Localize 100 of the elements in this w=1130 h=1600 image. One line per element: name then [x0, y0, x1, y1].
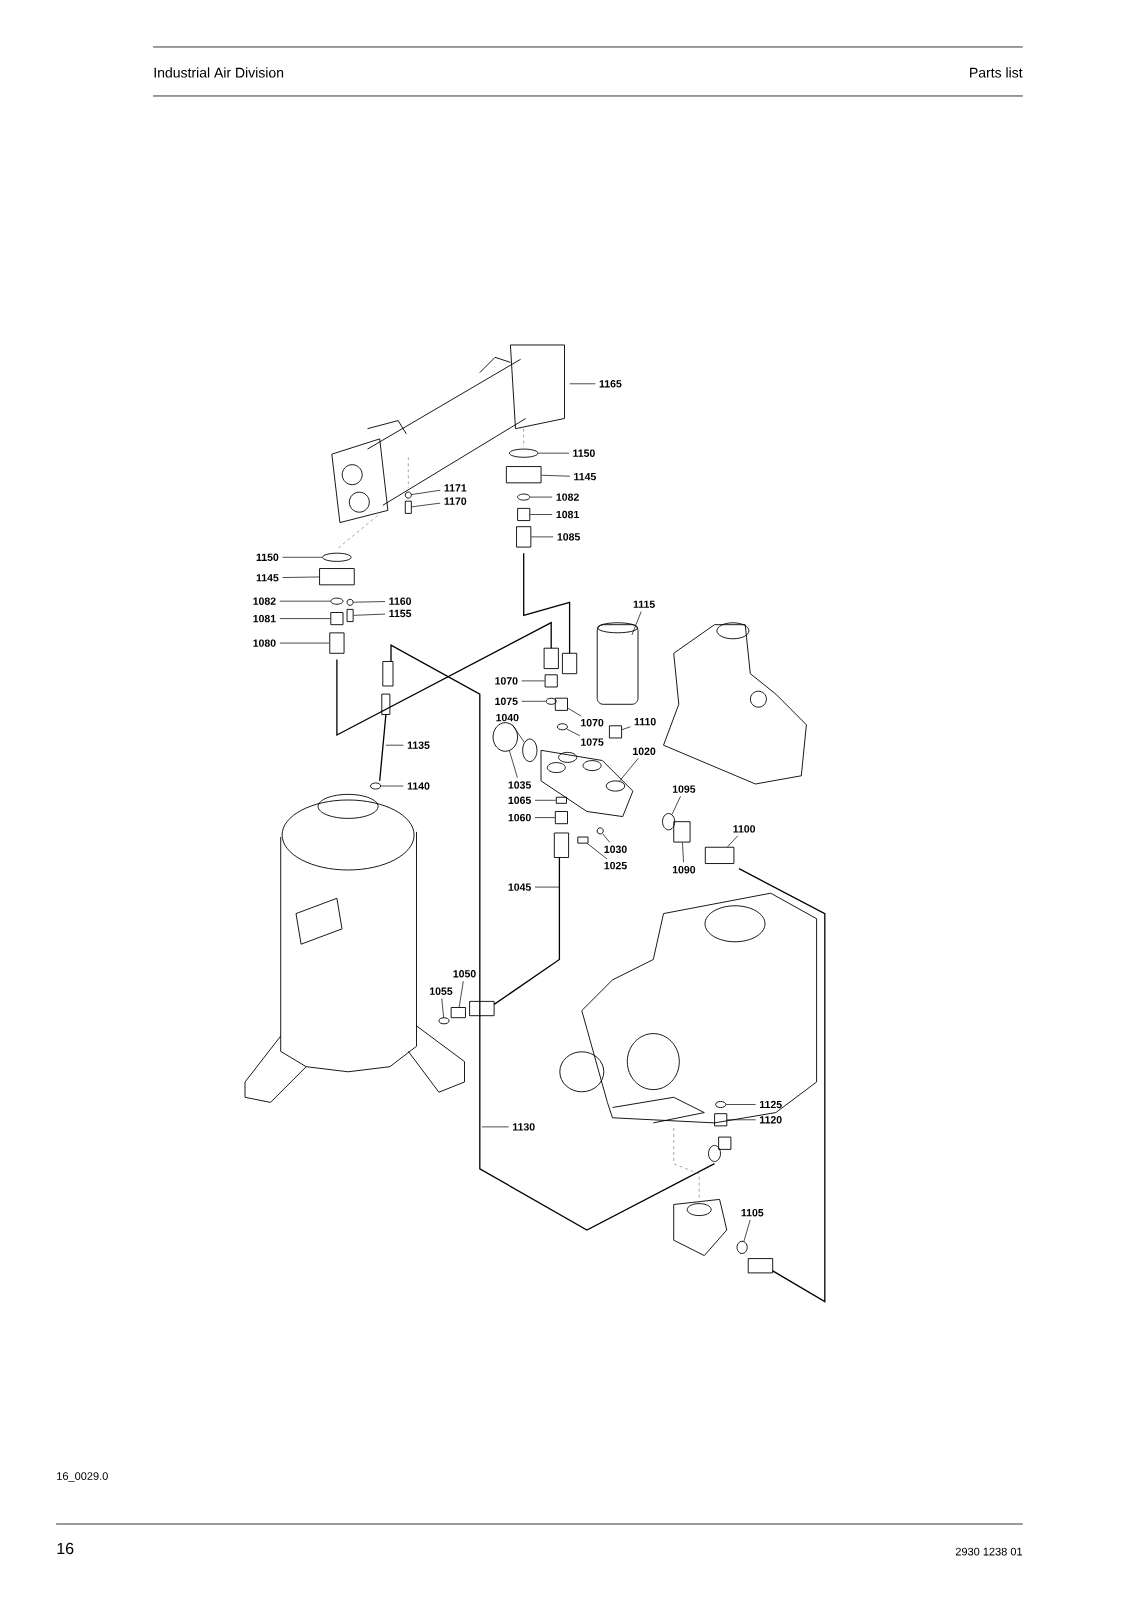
- callout-number: 1150: [573, 449, 595, 457]
- callout-number: 1090: [672, 866, 696, 874]
- washer-part: [522, 738, 538, 762]
- callout-number: 1081: [556, 510, 579, 519]
- washer-part: [492, 722, 518, 752]
- callout-number: 1055: [430, 987, 453, 995]
- callout-number: 1020: [633, 747, 656, 755]
- page-text: 2930 1238 01: [955, 1547, 1023, 1556]
- washer-part: [330, 597, 344, 605]
- fitting-part: [554, 697, 568, 711]
- washer-part: [715, 1101, 727, 1108]
- callout-number: 1150: [256, 553, 279, 561]
- leader-line: [602, 833, 611, 843]
- leader-line: [521, 680, 545, 682]
- leader-line: [621, 726, 631, 730]
- fitting-part: [577, 836, 589, 844]
- washer-part: [517, 493, 531, 501]
- fitting-part: [450, 1007, 466, 1019]
- callout-number: 1115: [633, 600, 655, 608]
- callout-number: 1060: [508, 813, 531, 822]
- leader-line: [353, 613, 386, 616]
- fitting-part: [517, 507, 531, 522]
- leader-line: [587, 843, 608, 860]
- callout-number: 1082: [556, 493, 579, 501]
- leader-line: [566, 728, 581, 737]
- callout-number: 1075: [581, 738, 604, 746]
- leader-line: [509, 750, 518, 778]
- fitting-part: [346, 608, 354, 623]
- fitting-part: [404, 500, 412, 514]
- fitting-part: [714, 1113, 728, 1127]
- leader-line: [530, 536, 554, 538]
- leader-line: [682, 842, 684, 863]
- leader-line: [725, 1104, 756, 1105]
- leader-line: [743, 1219, 751, 1242]
- leader-line: [282, 576, 320, 578]
- callout-number: 1120: [760, 1116, 782, 1124]
- page-text: Industrial Air Division: [154, 67, 284, 78]
- callout-number: 1085: [557, 533, 580, 541]
- leader-line: [726, 1119, 756, 1121]
- washer-part: [508, 448, 539, 458]
- callout-number: 1145: [574, 473, 596, 481]
- callout-number: 1165: [599, 380, 622, 388]
- callout-number: 1035: [508, 781, 531, 789]
- callout-number: 1125: [760, 1100, 782, 1109]
- leader-line: [511, 724, 525, 743]
- callout-number: 1095: [672, 785, 696, 793]
- washer-part: [346, 598, 354, 606]
- fitting-part: [554, 811, 568, 825]
- leader-line: [529, 514, 553, 515]
- callout-number: 1070: [495, 677, 518, 685]
- leader-line: [534, 817, 556, 818]
- fitting-part: [555, 796, 567, 804]
- callout-number: 1040: [496, 713, 519, 722]
- callout-number: 1171: [444, 484, 467, 492]
- page-text: 16_0029.0: [57, 1472, 108, 1482]
- leader-line: [353, 601, 386, 603]
- leader-line: [481, 1126, 509, 1128]
- callout-number: 1045: [508, 883, 531, 891]
- callout-number: 1082: [253, 597, 276, 605]
- leader-line: [411, 502, 441, 508]
- washer-part: [438, 1017, 450, 1025]
- callout-number: 1155: [389, 609, 412, 618]
- callout-number: 1105: [741, 1209, 764, 1217]
- callout-number: 1145: [256, 574, 279, 582]
- callout-number: 1130: [512, 1123, 535, 1131]
- callout-number: 1160: [389, 597, 412, 605]
- washer-part: [545, 697, 557, 705]
- fitting-part: [505, 466, 542, 484]
- leader-line: [671, 795, 681, 815]
- leader-line: [441, 998, 444, 1018]
- leader-line: [279, 642, 330, 644]
- washer-part: [370, 782, 382, 790]
- leader-line: [569, 383, 596, 385]
- washer-part: [662, 813, 676, 831]
- leader-line: [727, 835, 739, 848]
- leader-line: [538, 452, 570, 454]
- callout-number: 1110: [634, 718, 656, 726]
- callout-number: 1070: [581, 719, 604, 727]
- leader-line: [534, 886, 560, 888]
- callout-number: 1065: [508, 796, 531, 804]
- washer-part: [605, 780, 626, 792]
- fitting-part: [329, 632, 345, 654]
- callout-number: 1170: [444, 497, 467, 505]
- fitting-part: [330, 612, 344, 626]
- page-text: Parts list: [970, 67, 1023, 78]
- fitting-part: [516, 526, 532, 548]
- washer-part: [736, 1240, 748, 1254]
- callout-number: 1030: [604, 845, 627, 853]
- washer-part: [322, 552, 352, 562]
- washer-part: [596, 827, 604, 835]
- callout-number: 1050: [453, 970, 476, 978]
- leader-line: [534, 799, 557, 801]
- leader-line: [521, 700, 546, 702]
- leader-line: [567, 707, 582, 717]
- washer-part: [556, 723, 568, 731]
- leader-line: [631, 611, 642, 636]
- callout-number: 1080: [253, 639, 276, 647]
- fitting-part: [704, 846, 735, 864]
- leader-line: [282, 556, 323, 558]
- leader-line: [411, 489, 441, 495]
